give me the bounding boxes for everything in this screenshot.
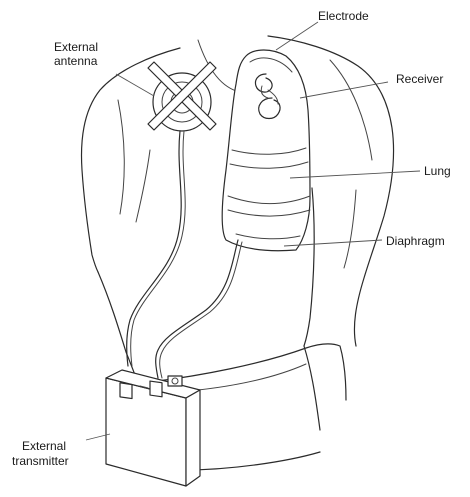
external-transmitter: [106, 370, 200, 486]
lung-cavity: [222, 50, 310, 251]
label-external-transmitter-line1: External: [22, 439, 66, 453]
label-electrode: Electrode: [318, 9, 369, 23]
label-external-antenna-line1: External: [54, 40, 98, 54]
external-antenna: [148, 62, 216, 131]
label-external-transmitter-line2: transmitter: [12, 454, 69, 468]
label-receiver: Receiver: [396, 72, 443, 86]
label-lung: Lung: [424, 164, 451, 178]
label-external-antenna-line2: antenna: [54, 54, 97, 68]
label-diaphragm: Diaphragm: [386, 234, 445, 248]
